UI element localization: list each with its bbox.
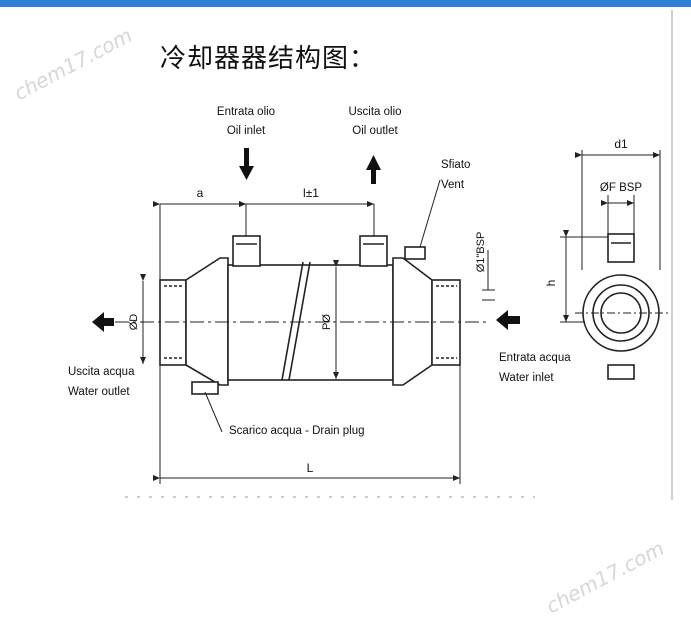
water-inlet-label-it: Entrata acqua — [499, 352, 571, 364]
dim-h: h — [544, 280, 558, 287]
water-inlet-arrow — [496, 310, 520, 330]
cooler-side-view — [115, 179, 495, 484]
dim-l: l±1 — [303, 186, 319, 200]
dim-a: a — [197, 186, 204, 200]
oil-inlet-arrow — [244, 148, 249, 168]
vent-label-it: Sfiato — [441, 159, 470, 171]
drain-plug-label: Scarico acqua - Drain plug — [229, 425, 365, 437]
dim-d1: d1 — [614, 137, 628, 151]
water-inlet-label-en: Water inlet — [499, 372, 554, 384]
dim-p: PØ — [321, 314, 333, 330]
vent-label-en: Vent — [441, 179, 465, 191]
dim-L: L — [307, 461, 314, 475]
dim-f-bsp: ØF BSP — [600, 182, 643, 194]
oil-outlet-arrow — [371, 168, 376, 184]
water-outlet-arrow — [92, 312, 114, 332]
cooler-end-view — [560, 150, 668, 380]
oil-inlet-label-en: Oil inlet — [227, 125, 266, 137]
water-outlet-label-it: Uscita acqua — [68, 366, 135, 378]
oil-outlet-label-en: Oil outlet — [352, 125, 398, 137]
oil-outlet-label-it: Uscita olio — [348, 106, 401, 118]
dim-bsp: Ø1"BSP — [475, 232, 487, 273]
water-outlet-label-en: Water outlet — [68, 386, 130, 398]
dim-d: ØD — [128, 314, 140, 331]
oil-inlet-label-it: Entrata olio — [217, 106, 275, 118]
top-accent-bar — [0, 0, 691, 7]
page-title: 冷却器器结构图： — [160, 44, 377, 74]
flow-arrows — [92, 148, 520, 332]
